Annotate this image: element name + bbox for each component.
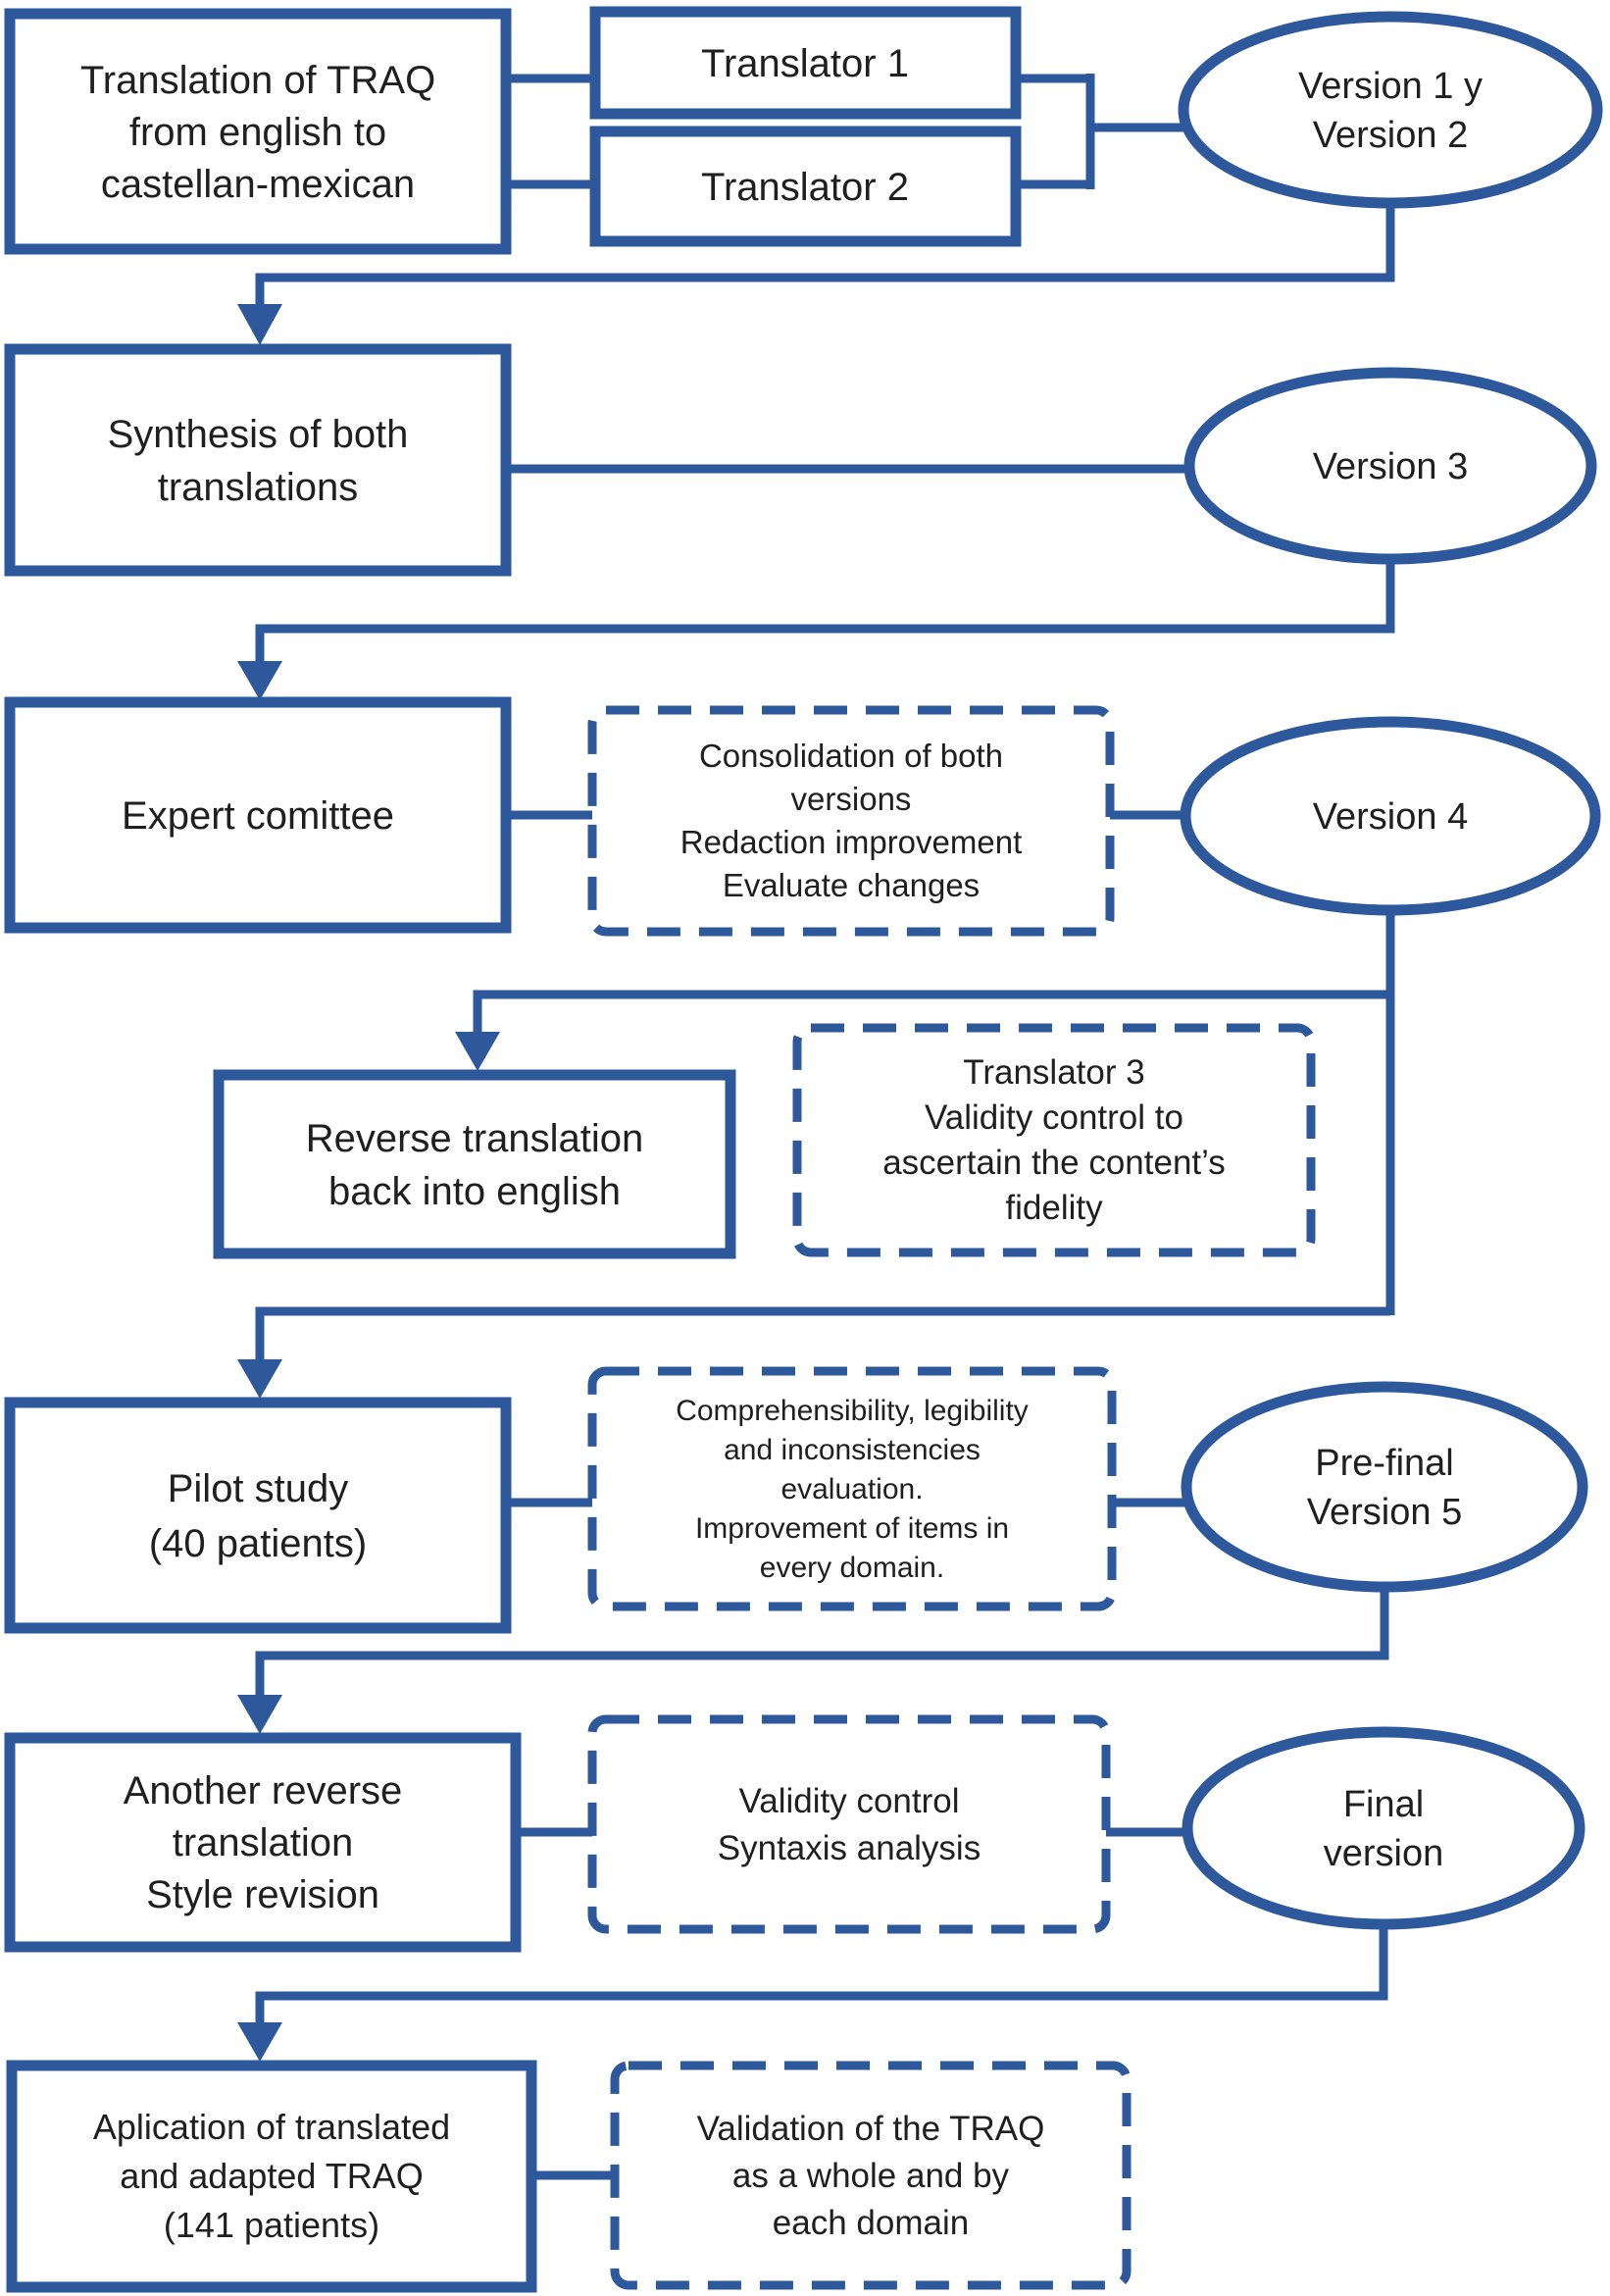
connector-version4-to-pilot [255,1306,1390,1361]
node-validation: Validation of the TRAQ as a whole and by… [610,2061,1132,2290]
version5-ellipse [1181,1381,1588,1593]
translator3-line1: Translator 3 [963,1053,1144,1092]
reverse-translation-line2: back into english [328,1170,621,1213]
pilot-study-line1: Pilot study [168,1467,349,1510]
node-pilot-study: Pilot study (40 patients) [4,1397,512,1634]
validity-control-line1: Validity control [738,1782,959,1820]
node-translator2: Translator 2 [589,126,1022,247]
consolidation-line4: Evaluate changes [723,867,980,903]
translator1-label: Translator 1 [701,42,909,85]
arrowhead-into-application [237,2022,282,2062]
validation-line2: as a whole and by [732,2157,1010,2195]
consolidation-line1: Consolidation of both [699,738,1003,774]
pilot-study-box [4,1397,512,1634]
application-line3: (141 patients) [164,2205,379,2245]
connector-version5-to-another [255,1581,1389,1697]
consolidation-dashed-box [587,705,1115,937]
comprehensibility-line1: Comprehensibility, legibility [676,1395,1029,1427]
comprehensibility-line2: and inconsistencies [724,1434,981,1466]
version12-ellipse [1178,11,1603,209]
translation-source-line1: Translation of TRAQ [80,59,435,102]
synthesis-box [4,343,512,577]
expert-committee-label: Expert comittee [122,794,394,838]
final-version-line1: Final [1343,1784,1424,1825]
node-version4: Version 4 [1180,716,1601,916]
connector-version12-to-synthesis [255,196,1395,306]
validation-line1: Validation of the TRAQ [697,2110,1045,2148]
comprehensibility-dashed-box [587,1366,1117,1611]
reverse-translation-line1: Reverse translation [306,1117,644,1160]
connector-final-to-application [255,1920,1388,2024]
version12-line2: Version 2 [1313,115,1468,156]
node-application: Aplication of translated and adapted TRA… [6,2060,537,2293]
another-reverse-line1: Another reverse [124,1769,403,1812]
translator3-line4: fidelity [1005,1189,1103,1227]
another-reverse-box [4,1732,522,1953]
arrowhead-into-expert [237,661,282,700]
version5-line2: Version 5 [1307,1492,1462,1533]
node-version5: Pre-final Version 5 [1181,1381,1588,1593]
validation-dashed-box [610,2061,1132,2290]
node-validity-control: Validity control Syntaxis analysis [587,1714,1111,1934]
expert-committee-box [4,696,512,934]
translator3-line2: Validity control to [925,1098,1183,1137]
version4-ellipse [1180,716,1601,916]
version5-line1: Pre-final [1315,1443,1454,1484]
application-line1: Aplication of translated [93,2107,450,2147]
connector-version3-to-expert [255,554,1395,663]
node-translator3: Translator 3 Validity control to ascerta… [792,1023,1316,1257]
pilot-study-line2: (40 patients) [149,1522,367,1565]
reverse-translation-box [213,1069,736,1259]
node-version3: Version 3 [1183,367,1597,565]
arrowhead-into-reverse [455,1032,500,1071]
application-box [6,2060,537,2293]
version12-line1: Version 1 y [1298,66,1483,107]
consolidation-line3: Redaction improvement [680,824,1023,860]
node-translator1: Translator 1 [589,6,1022,120]
final-version-ellipse [1182,1726,1585,1930]
translator2-label: Translator 2 [701,166,909,209]
synthesis-line2: translations [158,466,359,509]
another-reverse-line3: Style revision [146,1873,379,1916]
comprehensibility-line4: Improvement of items in [695,1512,1009,1545]
comprehensibility-line3: evaluation. [780,1473,923,1505]
translator3-dashed-box [792,1023,1316,1257]
consolidation-line2: versions [791,781,912,817]
arrowhead-into-pilot [237,1359,282,1399]
node-final-version: Final version [1182,1726,1585,1930]
version3-label: Version 3 [1313,446,1468,487]
version3-ellipse [1183,367,1597,565]
translator3-line3: ascertain the content’s [882,1144,1226,1182]
comprehensibility-line5: every domain. [760,1552,944,1584]
node-synthesis: Synthesis of both translations [4,343,512,577]
node-comprehensibility: Comprehensibility, legibility and incons… [587,1366,1117,1611]
application-line2: and adapted TRAQ [120,2156,424,2196]
node-reverse-translation: Reverse translation back into english [213,1069,736,1259]
translation-source-box [4,8,512,255]
validity-control-dashed-box [587,1714,1111,1934]
another-reverse-line2: translation [173,1821,354,1864]
validity-control-line2: Syntaxis analysis [718,1829,981,1867]
translation-source-line2: from english to [129,111,386,154]
translator2-box [589,126,1022,247]
node-version12: Version 1 y Version 2 [1178,11,1603,209]
node-consolidation: Consolidation of both versions Redaction… [587,705,1115,937]
validation-line3: each domain [773,2204,969,2242]
final-version-line2: version [1324,1833,1444,1874]
arrowhead-into-synthesis [237,304,282,345]
arrowhead-into-another [237,1695,282,1734]
node-translation-source: Translation of TRAQ from english to cast… [4,8,512,255]
synthesis-line1: Synthesis of both [108,413,409,456]
translator1-box [589,6,1022,120]
version4-label: Version 4 [1313,796,1468,838]
node-another-reverse: Another reverse translation Style revisi… [4,1732,522,1953]
connector-version4-to-reverse [473,990,1390,1034]
translation-source-line3: castellan-mexican [101,163,415,206]
node-expert-committee: Expert comittee [4,696,512,934]
